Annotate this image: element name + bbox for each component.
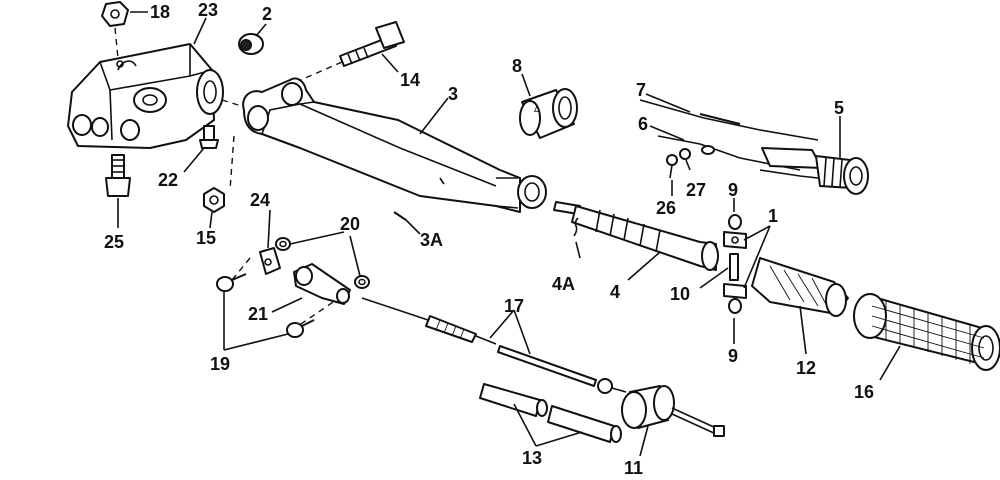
callout-10: 10 [670, 284, 690, 304]
callout-8: 8 [512, 56, 522, 76]
part-19-screw-b [286, 319, 315, 338]
part-10-pin [729, 253, 739, 281]
callout-25: 25 [104, 232, 124, 252]
part-16-rubber-grip [853, 293, 1000, 371]
part-19-screw-a [216, 273, 247, 292]
part-14-bolt [339, 21, 405, 67]
callout-4: 4 [610, 282, 620, 302]
part-12-grip-sleeve [751, 257, 849, 317]
callout-3a: 3A [420, 230, 443, 250]
callout-18: 18 [150, 2, 170, 22]
callout-5: 5 [834, 98, 844, 118]
callout-14: 14 [400, 70, 420, 90]
part-22-fitting [199, 125, 219, 149]
part-1-block-upper [723, 231, 747, 249]
callout-3: 3 [448, 84, 458, 104]
callout-9-lower: 9 [728, 346, 738, 366]
callout-17: 17 [504, 296, 524, 316]
part-26-screw [666, 154, 678, 179]
callout-2: 2 [262, 4, 272, 24]
bushing-stamp: Δ [534, 104, 540, 114]
callout-22: 22 [158, 170, 178, 190]
part-25-bolt [105, 154, 131, 197]
callout-15: 15 [196, 228, 216, 248]
part-18-nut [101, 1, 129, 59]
callout-26: 26 [656, 198, 676, 218]
part-3a-pin [393, 211, 407, 221]
callout-labels: 18 23 2 14 3 8 7 6 5 27 26 9 1 10 9 12 1… [104, 0, 874, 478]
callout-7: 7 [636, 80, 646, 100]
part-23-bracket [67, 43, 224, 149]
part-4-throttle-shaft [553, 201, 719, 271]
callout-27: 27 [686, 180, 706, 200]
part-7-wire [639, 99, 819, 141]
part-5-switch [759, 147, 869, 195]
callout-4a: 4A [552, 274, 575, 294]
callout-19: 19 [210, 354, 230, 374]
part-3-tiller-arm [242, 77, 547, 213]
callout-11: 11 [624, 458, 643, 478]
callout-16: 16 [854, 382, 874, 402]
part-17-throttle-cable [361, 297, 627, 394]
leader-lines [117, 11, 901, 457]
callout-9-upper: 9 [728, 180, 738, 200]
part-1-block-lower [723, 283, 747, 299]
callout-6: 6 [638, 114, 648, 134]
callout-12: 12 [796, 358, 816, 378]
part-9-lower [728, 298, 742, 314]
part-13-tube-a [479, 383, 548, 417]
part-24-clamp [259, 247, 281, 275]
part-9-upper [728, 214, 742, 230]
part-21-bracket [293, 263, 351, 305]
part-20-washer-b [354, 275, 370, 289]
callout-13: 13 [522, 448, 542, 468]
part-11-barrel [621, 385, 725, 437]
part-13-tube-b [547, 405, 622, 443]
callout-20: 20 [340, 214, 360, 234]
part-27-washer [679, 148, 691, 160]
part-2-washer [238, 33, 264, 55]
part-20-washer-a [275, 237, 291, 251]
part-8-bushing: Δ [519, 88, 578, 139]
callout-23: 23 [198, 0, 218, 20]
part-15-nut [203, 187, 225, 213]
callout-1: 1 [768, 206, 778, 226]
callout-24: 24 [250, 190, 270, 210]
callout-21: 21 [248, 304, 268, 324]
